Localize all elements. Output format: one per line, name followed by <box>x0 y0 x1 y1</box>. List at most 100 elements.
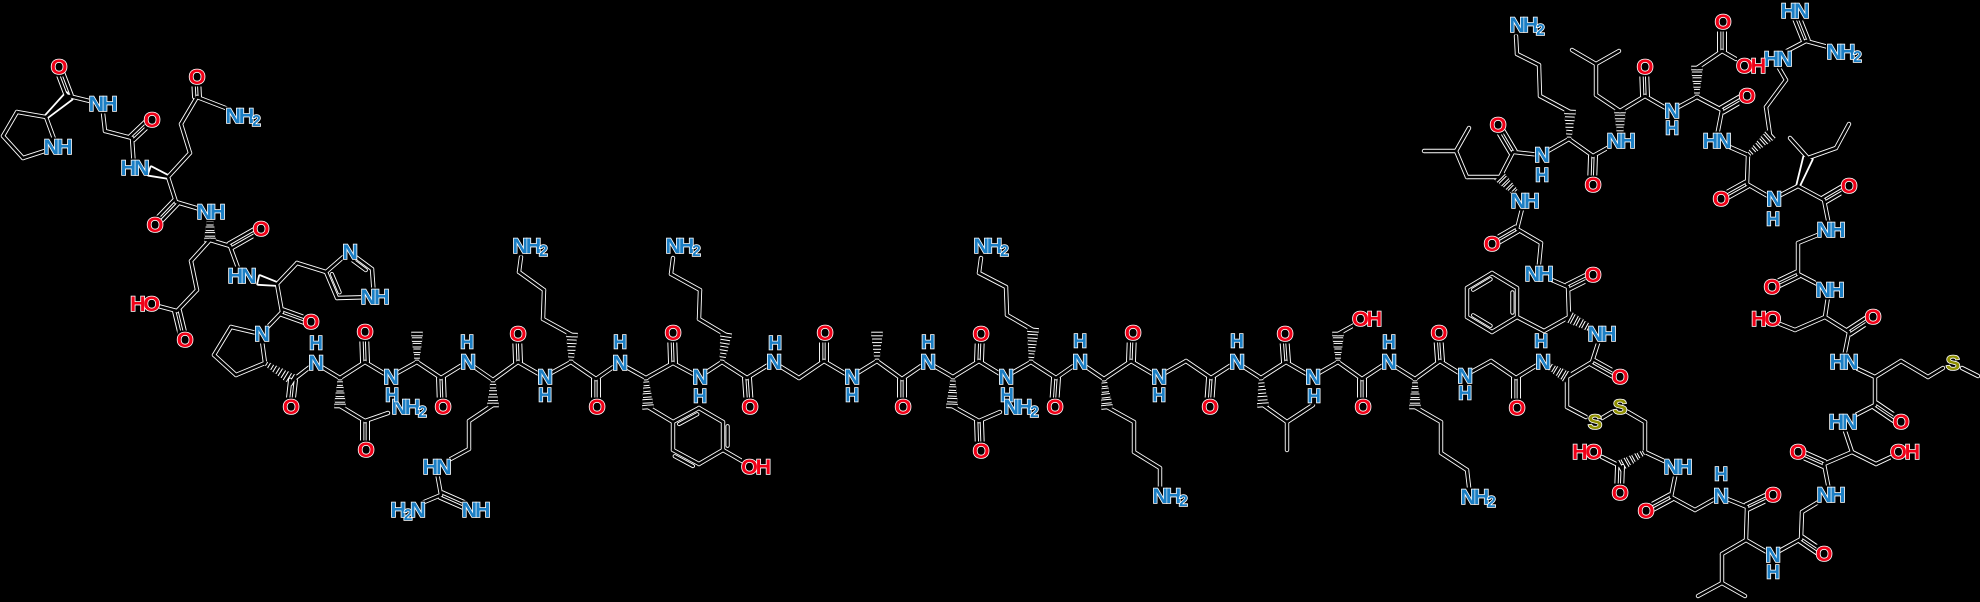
svg-text:O: O <box>1490 113 1506 137</box>
svg-text:O: O <box>1509 396 1525 420</box>
svg-text:O: O <box>1893 410 1909 434</box>
svg-text:N: N <box>1151 365 1166 389</box>
svg-text:HO: HO <box>1751 307 1780 331</box>
svg-text:HN: HN <box>1703 129 1731 153</box>
svg-text:H: H <box>1458 384 1471 405</box>
svg-text:H: H <box>1665 119 1678 140</box>
svg-text:H: H <box>768 334 781 355</box>
svg-text:NH: NH <box>1817 218 1845 242</box>
svg-text:O: O <box>973 439 989 463</box>
svg-text:H: H <box>1382 333 1395 354</box>
svg-text:OH: OH <box>1890 440 1920 464</box>
svg-text:NH: NH <box>44 135 72 159</box>
svg-text:O: O <box>1816 542 1832 566</box>
svg-text:O: O <box>817 321 833 345</box>
svg-text:S: S <box>1946 351 1960 375</box>
svg-text:H: H <box>693 387 706 408</box>
svg-text:O: O <box>742 395 758 419</box>
svg-text:O: O <box>1125 321 1141 345</box>
svg-text:O: O <box>1612 481 1628 505</box>
svg-text:O: O <box>1637 55 1653 79</box>
svg-text:N: N <box>1305 365 1320 389</box>
svg-text:OH: OH <box>1736 54 1766 78</box>
svg-text:N: N <box>766 350 781 374</box>
svg-text:O: O <box>357 320 373 344</box>
svg-text:H2N: H2N <box>390 498 425 524</box>
svg-text:NH: NH <box>361 285 389 309</box>
svg-text:H: H <box>1230 332 1243 353</box>
svg-text:O: O <box>1585 263 1601 287</box>
svg-text:H: H <box>613 333 626 354</box>
svg-text:O: O <box>665 321 681 345</box>
svg-text:O: O <box>1713 187 1729 211</box>
svg-text:N: N <box>1534 143 1549 167</box>
svg-text:NH: NH <box>1588 322 1616 346</box>
svg-text:OH: OH <box>741 455 771 479</box>
svg-text:HN: HN <box>228 264 256 288</box>
svg-text:O: O <box>1790 440 1806 464</box>
svg-text:NH: NH <box>197 200 225 224</box>
svg-text:O: O <box>1431 321 1447 345</box>
svg-text:O: O <box>144 108 160 132</box>
svg-text:N: N <box>1766 187 1781 211</box>
svg-text:O: O <box>1277 322 1293 346</box>
svg-text:S: S <box>1613 395 1627 419</box>
svg-text:O: O <box>1585 173 1601 197</box>
svg-text:O: O <box>1202 395 1218 419</box>
svg-text:O: O <box>1841 174 1857 198</box>
svg-text:N: N <box>1229 350 1244 374</box>
svg-text:NH: NH <box>1607 129 1635 153</box>
svg-text:O: O <box>1638 499 1654 523</box>
svg-text:HN: HN <box>1764 47 1792 71</box>
svg-text:N: N <box>1765 543 1780 567</box>
svg-text:H: H <box>1766 563 1779 584</box>
svg-text:N: N <box>844 365 859 389</box>
svg-text:O: O <box>1739 84 1755 108</box>
svg-text:HN: HN <box>1829 410 1857 434</box>
svg-text:H: H <box>1535 166 1548 187</box>
svg-text:N: N <box>612 351 627 375</box>
svg-text:NH2: NH2 <box>1460 485 1495 511</box>
svg-text:O: O <box>1484 232 1500 256</box>
svg-text:N: N <box>308 351 323 375</box>
svg-text:N: N <box>1535 350 1550 374</box>
svg-text:O: O <box>1764 275 1780 299</box>
svg-text:N: N <box>998 365 1013 389</box>
svg-text:O: O <box>303 310 319 334</box>
svg-text:HO: HO <box>130 292 159 316</box>
svg-text:OH: OH <box>1352 307 1382 331</box>
svg-text:O: O <box>1765 483 1781 507</box>
svg-text:O: O <box>1865 305 1881 329</box>
svg-text:H: H <box>385 386 398 407</box>
svg-text:O: O <box>1355 395 1371 419</box>
svg-text:NH: NH <box>1817 483 1845 507</box>
svg-text:O: O <box>1715 10 1731 34</box>
svg-text:H: H <box>538 386 551 407</box>
svg-text:H: H <box>1534 332 1547 353</box>
svg-text:N: N <box>1381 350 1396 374</box>
svg-text:N: N <box>1713 484 1728 508</box>
svg-text:O: O <box>51 55 67 79</box>
svg-text:O: O <box>435 395 451 419</box>
svg-text:O: O <box>1612 365 1628 389</box>
svg-text:H: H <box>1307 387 1320 408</box>
svg-text:NH: NH <box>1816 278 1844 302</box>
svg-text:H: H <box>1714 465 1727 486</box>
svg-text:NH: NH <box>1664 455 1692 479</box>
svg-text:H: H <box>845 386 858 407</box>
svg-text:O: O <box>147 213 163 237</box>
svg-text:N: N <box>383 365 398 389</box>
svg-text:O: O <box>510 322 526 346</box>
svg-text:N: N <box>254 322 269 346</box>
svg-text:S: S <box>1588 410 1602 434</box>
svg-text:H: H <box>921 333 934 354</box>
svg-text:O: O <box>358 438 374 462</box>
svg-text:N: N <box>920 350 935 374</box>
svg-text:N: N <box>1664 99 1679 123</box>
svg-text:H: H <box>1766 210 1779 231</box>
svg-text:H: H <box>1073 332 1086 353</box>
svg-text:O: O <box>589 395 605 419</box>
svg-text:HN: HN <box>1830 350 1858 374</box>
svg-text:O: O <box>283 395 299 419</box>
svg-text:HN: HN <box>1781 0 1809 23</box>
